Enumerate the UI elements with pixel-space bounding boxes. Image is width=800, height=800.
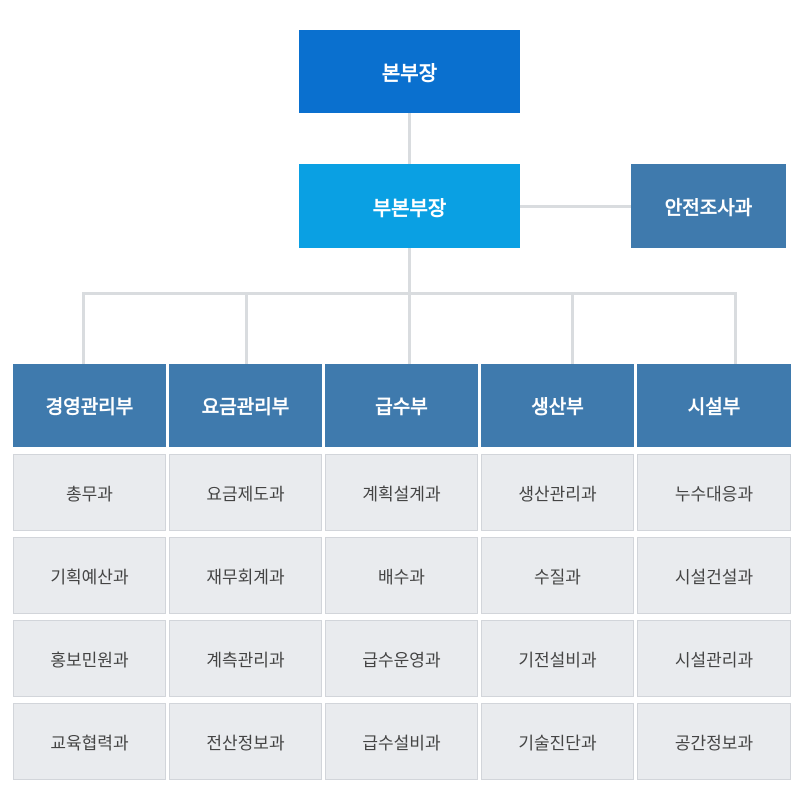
team-node: 홍보민원과	[13, 620, 166, 697]
connector-deputy-bus	[408, 248, 411, 293]
connector-deputy-side	[520, 205, 631, 208]
team-node: 재무회계과	[169, 537, 322, 614]
team-node: 급수운영과	[325, 620, 478, 697]
connector-drop-1	[82, 292, 85, 364]
head-node: 본부장	[299, 30, 520, 113]
team-node: 교육협력과	[13, 703, 166, 780]
team-node: 기술진단과	[481, 703, 634, 780]
team-node: 급수설비과	[325, 703, 478, 780]
connector-head-deputy	[408, 113, 411, 164]
team-node: 계획설계과	[325, 454, 478, 531]
team-node: 공간정보과	[637, 703, 791, 780]
team-node: 기획예산과	[13, 537, 166, 614]
team-node: 시설관리과	[637, 620, 791, 697]
team-node: 수질과	[481, 537, 634, 614]
connector-drop-4	[571, 292, 574, 364]
team-node: 생산관리과	[481, 454, 634, 531]
deputy-node: 부본부장	[299, 164, 520, 248]
department-node: 경영관리부	[13, 364, 166, 447]
side-unit-node: 안전조사과	[631, 164, 786, 248]
team-node: 전산정보과	[169, 703, 322, 780]
team-node: 배수과	[325, 537, 478, 614]
connector-drop-5	[734, 292, 737, 364]
connector-drop-3	[408, 292, 411, 364]
department-node: 시설부	[637, 364, 791, 447]
department-node: 생산부	[481, 364, 634, 447]
department-node: 급수부	[325, 364, 478, 447]
team-node: 누수대응과	[637, 454, 791, 531]
team-node: 기전설비과	[481, 620, 634, 697]
team-node: 요금제도과	[169, 454, 322, 531]
connector-drop-2	[245, 292, 248, 364]
department-node: 요금관리부	[169, 364, 322, 447]
team-node: 총무과	[13, 454, 166, 531]
team-node: 계측관리과	[169, 620, 322, 697]
team-node: 시설건설과	[637, 537, 791, 614]
